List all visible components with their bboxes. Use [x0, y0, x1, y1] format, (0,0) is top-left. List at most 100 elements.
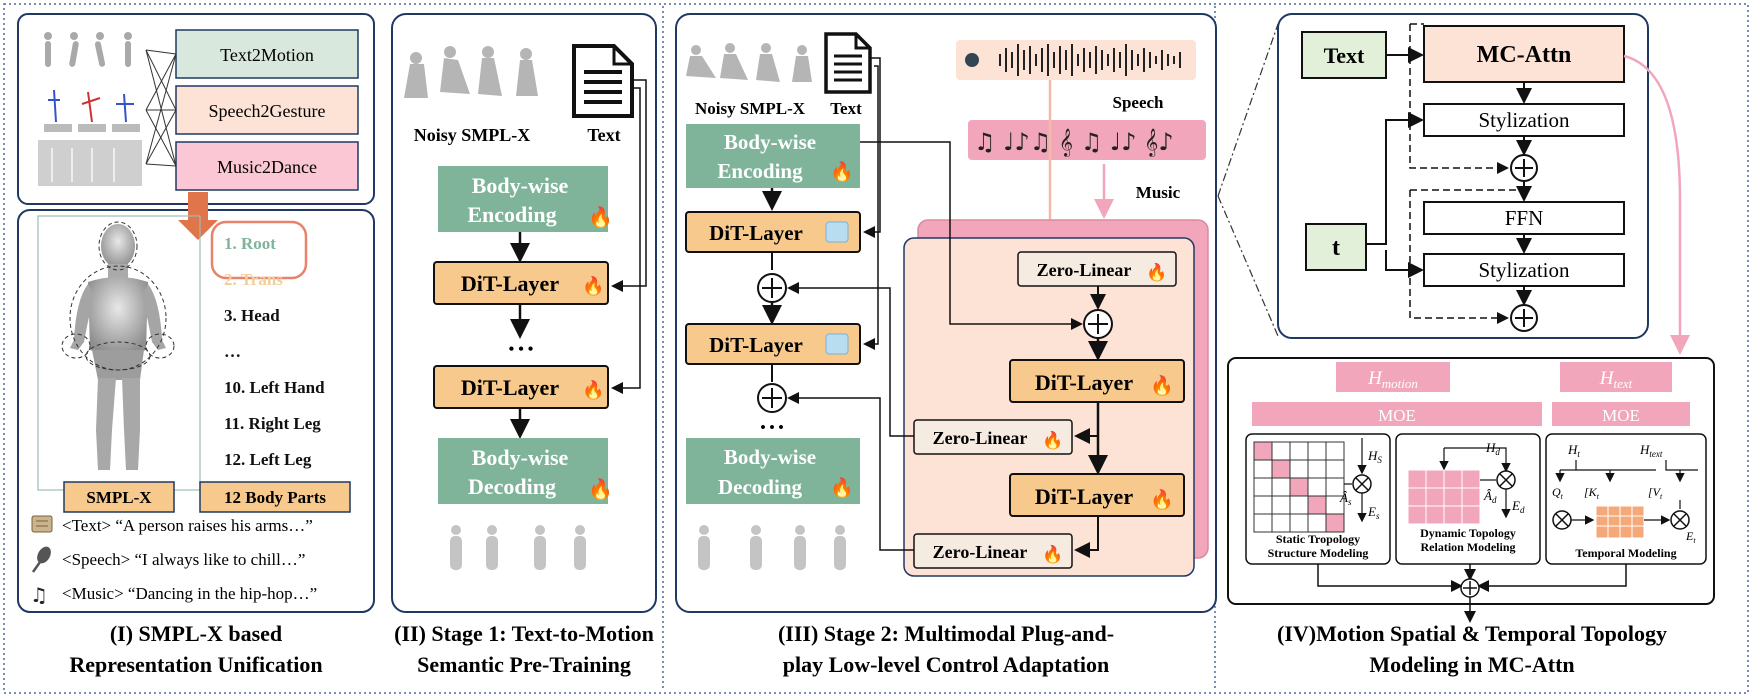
- part-trans: 2. Trans: [224, 270, 283, 289]
- p2-noisy-label: Noisy SMPL-X: [414, 125, 531, 145]
- p3-dots: • • •: [760, 420, 783, 436]
- p3-encoding-block: [686, 124, 860, 188]
- caption-4-line2: Modeling in MC-Attn: [1369, 652, 1574, 677]
- panel-2: Noisy SMPL-X Text Body-wise Encoding 🔥 D…: [391, 13, 657, 677]
- p2-dec-line1: Body-wise: [472, 445, 569, 470]
- dynamic-matrix: [1407, 469, 1481, 525]
- fire-icon: 🔥: [582, 379, 604, 401]
- music-bar: [968, 120, 1206, 160]
- p3-dit-frozen-label-1: DiT-Layer: [709, 221, 803, 245]
- dynamic-label-2: Relation Modeling: [1421, 540, 1516, 554]
- as-symbol: Âs: [1339, 490, 1352, 507]
- parts-badge: [199, 481, 351, 513]
- stylization-block-2: [1423, 253, 1625, 287]
- hs-symbol: HS: [1367, 448, 1382, 465]
- h-motion-label: Hmotion: [1367, 368, 1418, 391]
- moe-right-label: MOE: [1602, 406, 1640, 425]
- zero-linear-mid-label: Zero-Linear: [933, 428, 1028, 448]
- speech-waveform: [956, 40, 1196, 80]
- es-symbol: Es: [1367, 504, 1380, 521]
- hd-symbol: Hd: [1485, 440, 1500, 457]
- stylization-label-2: Stylization: [1479, 258, 1570, 282]
- fire-icon: 🔥: [1150, 488, 1174, 511]
- part-ellipsis: …: [224, 342, 241, 361]
- ed-symbol: Ed: [1511, 498, 1525, 515]
- p2-enc-line2: Encoding: [467, 202, 556, 227]
- p2-decoding-block: [438, 438, 608, 504]
- zero-linear-bottom-label: Zero-Linear: [933, 542, 1028, 562]
- temporal-matrix: [1595, 505, 1645, 539]
- p2-dec-line2: Decoding: [468, 474, 556, 499]
- part-left-leg: 12. Left Leg: [224, 450, 312, 469]
- speech-label: Speech: [1113, 93, 1165, 112]
- caption-2-line2: Semantic Pre-Training: [417, 652, 631, 677]
- zero-linear-bottom: [913, 533, 1073, 569]
- fire-icon: 🔥: [588, 205, 613, 229]
- p4-text-input: [1301, 31, 1387, 79]
- parts-badge-label: 12 Body Parts: [224, 488, 326, 507]
- h-text-label: Htext: [1599, 368, 1633, 391]
- p3-decoding-block: [686, 438, 860, 504]
- p3-text-label: Text: [830, 99, 862, 118]
- document-icon: [572, 44, 634, 118]
- example-text: <Text> “A person raises his arms…”: [62, 516, 313, 535]
- p3-document-icon: [824, 32, 872, 94]
- control-module: [903, 237, 1195, 577]
- temporal-label: Temporal Modeling: [1575, 546, 1676, 560]
- p3-output-figures: [698, 525, 846, 570]
- panel-1: Text2Motion Speech2Gesture Music2Dance 1…: [17, 13, 375, 677]
- example-music: <Music> “Dancing in the hip-hop…”: [62, 584, 317, 603]
- static-label-2: Structure Modeling: [1268, 546, 1369, 560]
- et-symbol: Et: [1685, 529, 1696, 545]
- part-root: 1. Root: [224, 234, 276, 253]
- htext-symbol: Htext: [1639, 442, 1663, 459]
- output-figures: [450, 525, 586, 570]
- fire-icon: 🔥: [830, 476, 854, 499]
- p3-dit-train-label-2: DiT-Layer: [1035, 484, 1133, 509]
- parts-highlight: [210, 220, 308, 280]
- music-notes-icon: ♫ ♩♪♫ 𝄞 ♫ ♩♪ 𝄞♪: [974, 128, 1174, 157]
- mc-attn-label: MC-Attn: [1477, 42, 1572, 68]
- music-notes-icon: ♫: [30, 583, 48, 607]
- stylization-block-1: [1423, 103, 1625, 137]
- fire-icon: 🔥: [582, 275, 604, 297]
- task-speech2gesture-label: Speech2Gesture: [209, 101, 326, 121]
- p3-dec-line1: Body-wise: [724, 445, 816, 469]
- example-speech: <Speech> “I always like to chill…”: [62, 550, 305, 569]
- v-symbol: [Vt: [1648, 485, 1663, 501]
- dynamic-label-1: Dynamic Topology: [1420, 526, 1516, 540]
- p4-text-label: Text: [1324, 43, 1365, 68]
- h-text-box: [1560, 362, 1672, 392]
- p2-dit-label-1: DiT-Layer: [461, 271, 559, 296]
- p3-dit-frozen-label-2: DiT-Layer: [709, 333, 803, 357]
- part-left-hand: 10. Left Hand: [224, 378, 325, 397]
- ice-icon: [825, 221, 849, 243]
- fire-icon: 🔥: [830, 160, 854, 183]
- qt-symbol: Qt: [1552, 485, 1564, 501]
- p2-text-label: Text: [587, 125, 620, 145]
- microphone-icon: [31, 546, 51, 573]
- moe-right: [1552, 402, 1690, 426]
- moe-left-label: MOE: [1378, 406, 1416, 425]
- caption-4-line1: (IV)Motion Spatial & Temporal Topology: [1277, 621, 1667, 646]
- p3-noisy-figures: [686, 43, 812, 82]
- speaker-icon: [965, 53, 979, 67]
- ffn-block: [1423, 201, 1625, 235]
- task-music2dance-label: Music2Dance: [217, 157, 317, 177]
- ht-symbol: Ht: [1567, 442, 1580, 459]
- caption-1-line2: Representation Unification: [69, 652, 322, 677]
- caption-3-line1: (III) Stage 2: Multimodal Plug-and-: [778, 621, 1114, 646]
- noisy-figures: [404, 46, 538, 98]
- caption-1-line1: (I) SMPL-X based: [110, 621, 282, 646]
- k-symbol: [Kt: [1584, 485, 1600, 501]
- fire-icon: 🔥: [1042, 544, 1063, 565]
- ffn-label: FFN: [1505, 206, 1544, 230]
- p3-dec-line2: Decoding: [718, 475, 803, 499]
- outer-border: [3, 3, 1749, 694]
- task-text2motion-label: Text2Motion: [220, 45, 314, 65]
- p2-dots: • • •: [509, 341, 534, 358]
- panel-3: Noisy SMPL-X Text Speech ♫ ♩♪♫ 𝄞 ♫ ♩♪ 𝄞♪…: [675, 13, 1217, 677]
- caption-3-line2: play Low-level Control Adaptation: [783, 652, 1110, 677]
- p3-enc-line1: Body-wise: [724, 130, 816, 154]
